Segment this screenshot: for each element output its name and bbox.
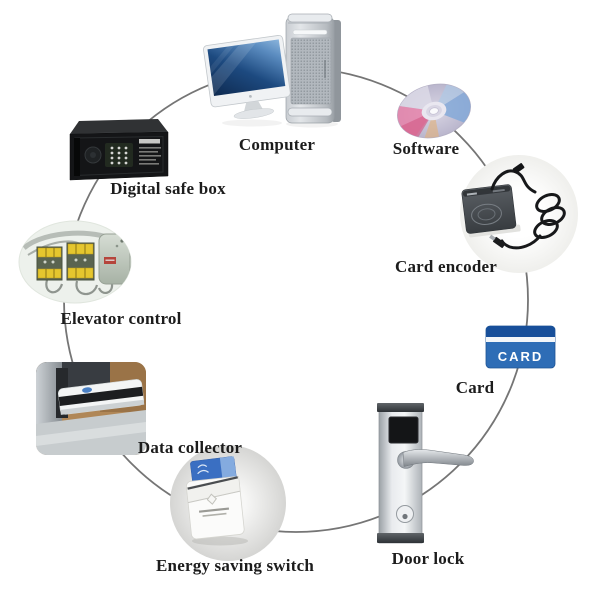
data-collector-illustration — [36, 362, 146, 455]
elevator-control-illustration — [18, 220, 132, 304]
computer-tower — [285, 13, 341, 124]
card-reader-window — [388, 416, 419, 444]
label-card-encoder: Card encoder — [394, 257, 498, 276]
computer-monitor — [203, 35, 291, 119]
label-door-lock: Door lock — [391, 549, 465, 568]
card-encoder-illustration — [460, 155, 578, 273]
computer-illustration — [203, 13, 341, 128]
label-computer: Computer — [238, 135, 316, 154]
label-elevator-control: Elevator control — [60, 309, 182, 328]
label-software: Software — [392, 139, 460, 158]
energy-switch-illustration — [170, 445, 286, 561]
label-data-collector: Data collector — [137, 438, 243, 457]
card-label-text: CARD — [498, 349, 544, 364]
keycard-illustration: CARD — [485, 325, 556, 369]
door-lock-illustration — [377, 403, 474, 544]
cd-disc-illustration — [397, 83, 471, 139]
label-energy-saving-switch: Energy saving switch — [156, 556, 314, 575]
lever-handle — [402, 449, 474, 467]
label-digital-safe-box: Digital safe box — [110, 179, 226, 198]
label-card: Card — [455, 378, 495, 397]
safe-box-illustration — [69, 119, 169, 181]
